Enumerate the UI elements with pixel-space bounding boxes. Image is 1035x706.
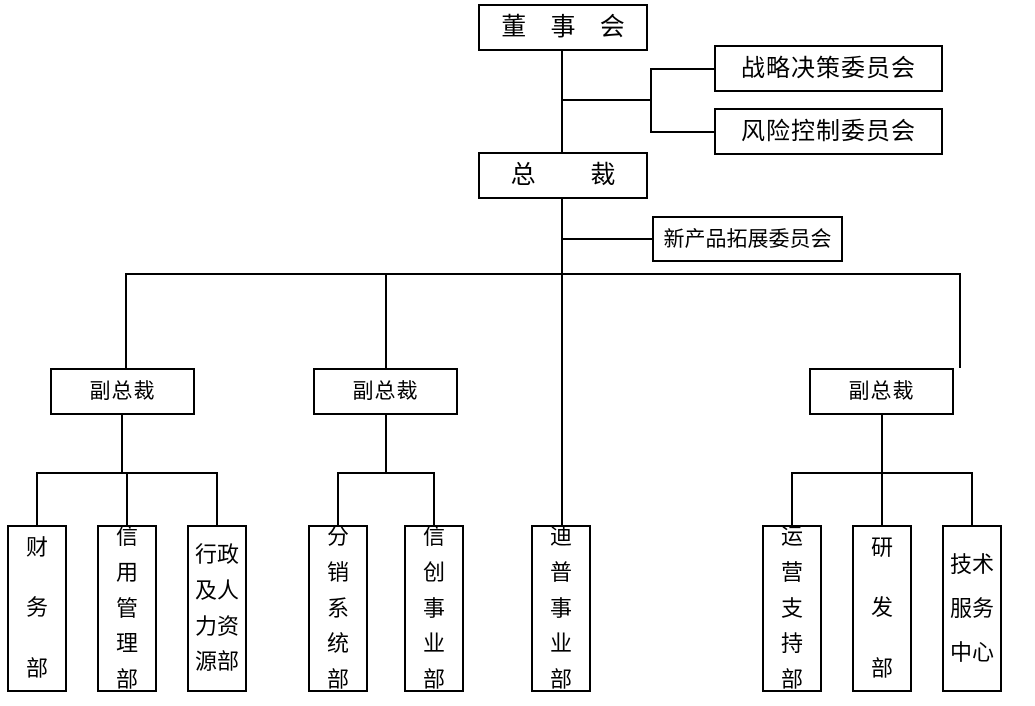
node-label: 迪普事业部 (549, 524, 572, 692)
node-new-product-development-committee[interactable]: 新产品拓展委员会 (652, 216, 843, 262)
node-label: 研发部 (870, 534, 893, 681)
connector-vp1-to-admin-hr (216, 472, 218, 526)
connector-vp2-to-distribution (337, 472, 339, 526)
node-department-xinchuang-business[interactable]: 信创事业部 (404, 524, 464, 692)
connector-board-to-president (561, 50, 563, 174)
node-label: 信创事业部 (422, 524, 445, 692)
node-vice-president-3[interactable]: 副总裁 (809, 368, 954, 415)
connector-bus-to-vp3 (959, 273, 961, 368)
node-label: 战略决策委员会 (741, 55, 916, 82)
node-label: 副总裁 (89, 379, 156, 403)
node-strategy-decision-committee[interactable]: 战略决策委员会 (714, 45, 943, 92)
node-label: 信用管理部 (115, 524, 138, 692)
connector-vp2-bus (337, 472, 435, 474)
connector-vp3-drop (881, 414, 883, 473)
node-department-credit-management[interactable]: 信用管理部 (97, 524, 157, 692)
node-label: 风险控制委员会 (741, 118, 916, 145)
node-department-operations-support[interactable]: 运营支持部 (762, 524, 822, 692)
connector-to-risk-committee (650, 131, 716, 133)
connector-board-committee-stub (561, 99, 652, 101)
connector-vp3-to-tech-service (971, 472, 973, 526)
connector-vp2-drop (385, 414, 387, 473)
connector-to-new-product-committee (561, 238, 654, 240)
connector-vp2-to-xinchuang (433, 472, 435, 526)
node-label: 运营支持部 (780, 524, 803, 692)
connector-to-strategy-committee (650, 68, 716, 70)
connector-vp3-to-rnd (881, 472, 883, 526)
connector-vp-bus (125, 273, 961, 275)
connector-vp3-to-operations (791, 472, 793, 526)
node-label: 新产品拓展委员会 (663, 226, 832, 251)
node-label: 副总裁 (848, 379, 915, 403)
node-label: 总 裁 (510, 162, 625, 189)
node-label: 技术服务中心 (949, 551, 994, 665)
node-label: 董 事 会 (501, 14, 634, 41)
connector-president-spine (561, 198, 563, 528)
node-label: 行政及人力资源部 (194, 542, 239, 675)
node-board-of-directors[interactable]: 董 事 会 (478, 4, 648, 51)
node-label: 分销系统部 (326, 524, 349, 692)
node-president[interactable]: 总 裁 (478, 152, 648, 199)
node-department-administration-hr[interactable]: 行政及人力资源部 (187, 525, 247, 692)
connector-board-committee-bracket (650, 68, 652, 132)
node-vice-president-2[interactable]: 副总裁 (313, 368, 458, 415)
connector-bus-to-vp2 (385, 273, 387, 368)
node-risk-control-committee[interactable]: 风险控制委员会 (714, 108, 943, 155)
node-department-finance[interactable]: 财务部 (7, 525, 67, 692)
connector-vp1-to-finance (36, 472, 38, 526)
connector-bus-to-vp1 (125, 273, 127, 368)
node-department-dptech-business[interactable]: 迪普事业部 (531, 524, 591, 692)
node-department-distribution-system[interactable]: 分销系统部 (308, 524, 368, 692)
node-department-research-development[interactable]: 研发部 (852, 525, 912, 692)
node-label: 副总裁 (352, 379, 419, 403)
node-vice-president-1[interactable]: 副总裁 (50, 368, 195, 415)
node-label: 财务部 (25, 534, 48, 681)
connector-vp1-drop (121, 414, 123, 473)
connector-vp1-to-credit (126, 472, 128, 526)
node-department-technical-service-center[interactable]: 技术服务中心 (942, 525, 1002, 692)
